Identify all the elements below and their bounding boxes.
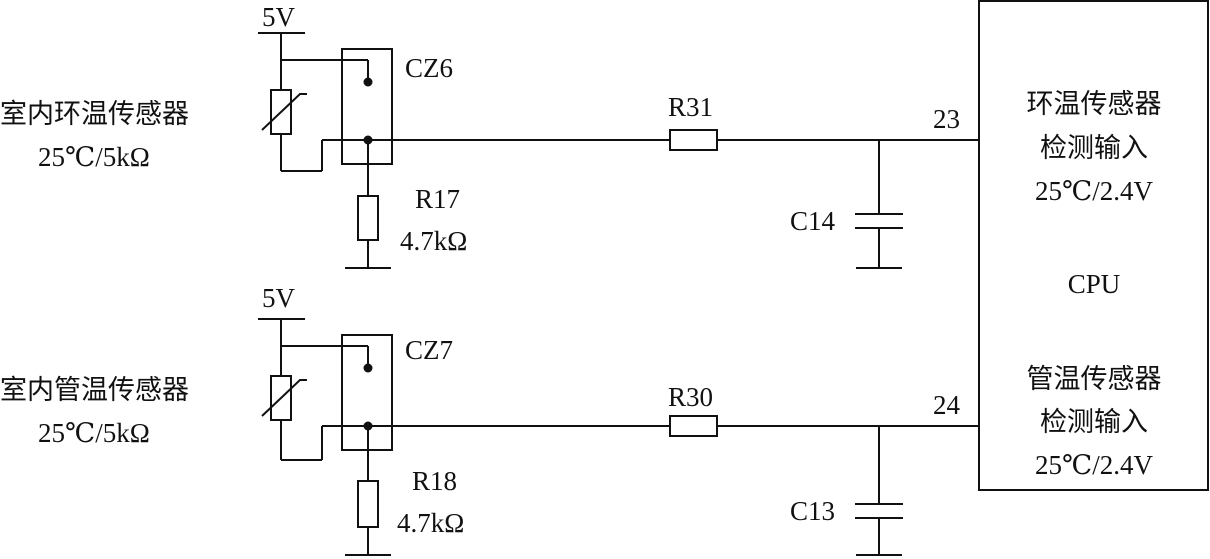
c14-label: C14 <box>790 206 836 236</box>
connector-pin <box>363 363 373 373</box>
pipe-sensor-name: 室内管温传感器 <box>0 375 189 406</box>
c13-label: C13 <box>790 496 835 526</box>
room-sensor-spec: 25℃/5kΩ <box>38 142 150 172</box>
cpu-input-bottom-line2: 检测输入 <box>1040 407 1148 438</box>
r17-value: 4.7kΩ <box>400 226 467 256</box>
cpu-block: 环温传感器 检测输入 25℃/2.4V CPU 管温传感器 检测输入 25℃/2… <box>978 0 1209 491</box>
top-channel: 室内环温传感器 25℃/5kΩ 5V CZ6 R17 4.7kΩ R31 <box>0 2 979 269</box>
connector-top-label: CZ6 <box>405 53 453 83</box>
r17-name: R17 <box>415 184 460 214</box>
resistor-r30 <box>669 415 718 437</box>
connector-bottom-label: CZ7 <box>405 335 453 365</box>
r18-value: 4.7kΩ <box>397 508 464 538</box>
cpu-label: CPU <box>1068 269 1121 299</box>
r18-name: R18 <box>412 466 457 496</box>
resistor-r18 <box>357 480 379 528</box>
connector-pin <box>363 77 373 87</box>
bottom-channel: 室内管温传感器 25℃/5kΩ 5V CZ7 R18 4.7kΩ R30 24 <box>0 283 979 556</box>
thermistor-arrow <box>261 379 307 417</box>
cpu-input-top-line2: 检测输入 <box>1040 133 1148 164</box>
supply-bottom-label: 5V <box>262 283 296 313</box>
resistor-r31 <box>669 129 718 151</box>
cpu-input-top-line1: 环温传感器 <box>1027 89 1162 120</box>
pin-24-label: 24 <box>933 390 961 420</box>
thermistor-arrow <box>261 93 307 131</box>
cpu-input-bottom-line1: 管温传感器 <box>1027 364 1162 395</box>
pipe-sensor-spec: 25℃/5kΩ <box>38 418 150 448</box>
resistor-r17 <box>357 195 379 241</box>
cpu-box <box>978 0 1209 491</box>
cpu-input-bottom-line3: 25℃/2.4V <box>1035 450 1153 480</box>
r31-name: R31 <box>668 92 713 122</box>
pin-23-label: 23 <box>933 104 960 134</box>
r30-name: R30 <box>668 382 713 412</box>
cpu-input-top-line3: 25℃/2.4V <box>1035 176 1153 206</box>
room-sensor-name: 室内环温传感器 <box>0 99 189 130</box>
supply-top-label: 5V <box>262 2 296 32</box>
